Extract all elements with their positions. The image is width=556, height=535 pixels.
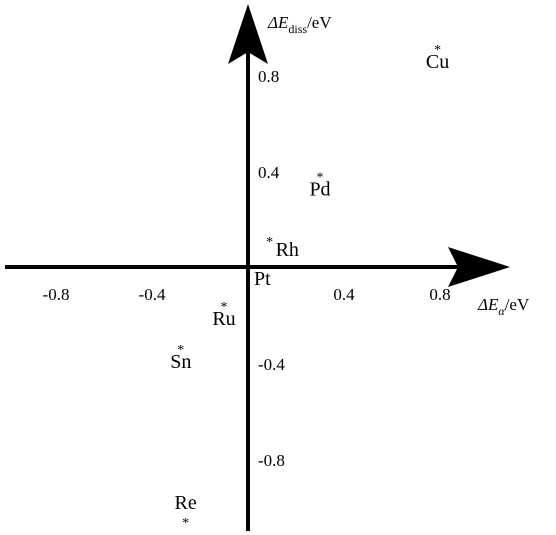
- point-label: Pt: [254, 268, 271, 290]
- data-point-cu: *Cu: [426, 43, 449, 73]
- point-label: Rh: [276, 239, 299, 261]
- x-tick-label: 0.4: [333, 285, 355, 304]
- data-point-pt: Pt: [254, 268, 271, 290]
- tick-labels: -0.8 -0.4 0.4 0.8 0.8 0.4 -0.4 -0.8: [43, 67, 451, 470]
- point-label: Ru: [212, 308, 235, 330]
- point-label: Pd: [309, 178, 330, 200]
- y-tick-label: -0.8: [258, 451, 285, 470]
- y-axis-arrow: [228, 4, 268, 64]
- y-axis-label-suffix: /eV: [307, 13, 332, 32]
- x-tick-label: -0.4: [139, 285, 166, 304]
- y-axis-label-prefix: ΔE: [267, 13, 289, 32]
- point-label: Sn: [170, 351, 191, 373]
- data-point-ru: *Ru: [212, 300, 235, 330]
- point-marker: *: [221, 300, 228, 315]
- data-point-pd: *Pd: [309, 170, 330, 200]
- point-label: Cu: [426, 51, 449, 73]
- point-marker: *: [177, 343, 184, 358]
- y-axis-label-subscript: diss: [288, 22, 307, 36]
- x-tick-label: 0.8: [429, 285, 450, 304]
- data-point-sn: *Sn: [170, 343, 191, 373]
- x-axis-label-subscript: α: [498, 304, 505, 318]
- point-marker: *: [266, 235, 273, 250]
- point-marker: *: [182, 516, 189, 531]
- y-tick-label: 0.8: [258, 67, 279, 86]
- axes: [5, 4, 510, 531]
- x-tick-label: -0.8: [43, 285, 70, 304]
- y-tick-label: 0.4: [258, 163, 280, 182]
- data-point-rh: *Rh: [266, 235, 299, 261]
- x-axis-arrow: [448, 247, 510, 287]
- point-label: Re: [174, 492, 196, 514]
- point-marker: *: [317, 170, 324, 185]
- axis-labels: ΔEα/eV ΔEdiss/eV: [267, 13, 530, 318]
- x-axis-label-prefix: ΔE: [477, 295, 499, 314]
- y-tick-label: -0.4: [258, 355, 285, 374]
- x-axis-label-suffix: /eV: [505, 295, 530, 314]
- point-marker: *: [434, 43, 441, 58]
- data-point-re: * Re: [174, 492, 196, 531]
- x-axis-label: ΔEα/eV: [477, 295, 530, 318]
- y-axis-label: ΔEdiss/eV: [267, 13, 332, 36]
